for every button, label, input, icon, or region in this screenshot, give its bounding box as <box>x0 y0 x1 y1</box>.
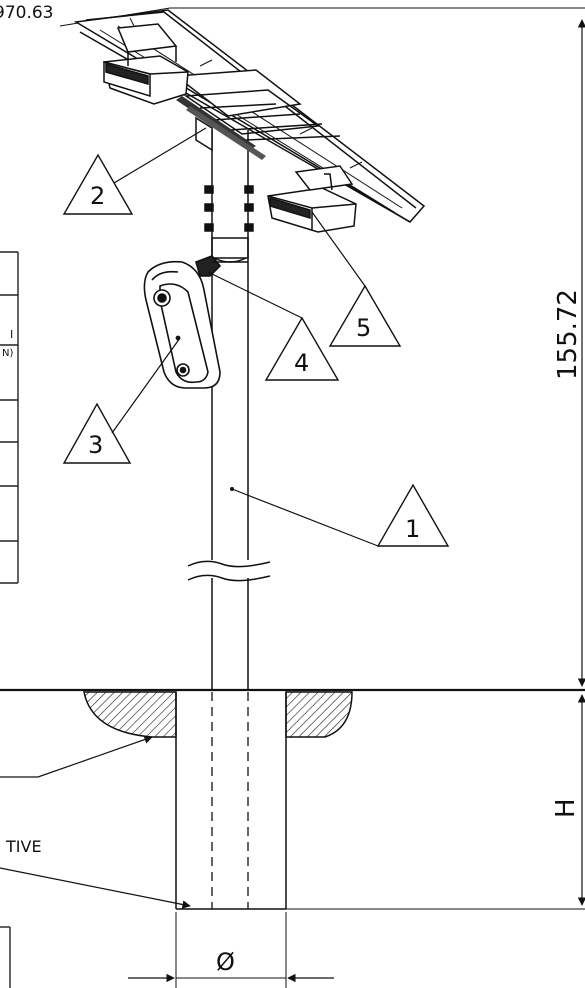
foundation-note-fragment: TIVE <box>5 837 42 856</box>
height-dimension: 155.72 <box>553 19 585 687</box>
balloon-3: 3 <box>62 337 181 464</box>
bottom-left-box <box>0 926 11 988</box>
diameter-dimension-value: Ø <box>216 948 235 976</box>
camera <box>143 255 248 389</box>
pole <box>187 130 271 690</box>
balloon-3-label: 3 <box>88 431 103 459</box>
table-row-fragment-2: N) <box>2 348 13 359</box>
balloon-5-label: 5 <box>356 314 371 342</box>
balloon-2: 2 <box>62 127 207 215</box>
balloon-1-label: 1 <box>405 515 420 543</box>
balloon-5: 5 <box>311 211 402 347</box>
balloon-4: 4 <box>207 271 340 381</box>
table-row-fragment-1: I <box>10 328 13 341</box>
battery-box-lower <box>267 165 357 233</box>
balloon-1: 1 <box>231 483 450 547</box>
embed-dimension: H <box>551 694 585 906</box>
balloon-2-label: 2 <box>90 182 105 210</box>
left-table <box>0 251 19 584</box>
foundation <box>83 691 353 910</box>
foundation-note-leader-2 <box>0 867 191 909</box>
balloon-4-label: 4 <box>294 349 309 377</box>
foundation-note-leader-1 <box>0 735 153 778</box>
diameter-dimension: Ø <box>128 912 334 988</box>
top-dimension-value: 970.63 <box>0 3 53 23</box>
battery-box-upper <box>103 23 189 105</box>
height-dimension-value: 155.72 <box>553 289 583 380</box>
embed-dimension-value: H <box>551 798 581 818</box>
